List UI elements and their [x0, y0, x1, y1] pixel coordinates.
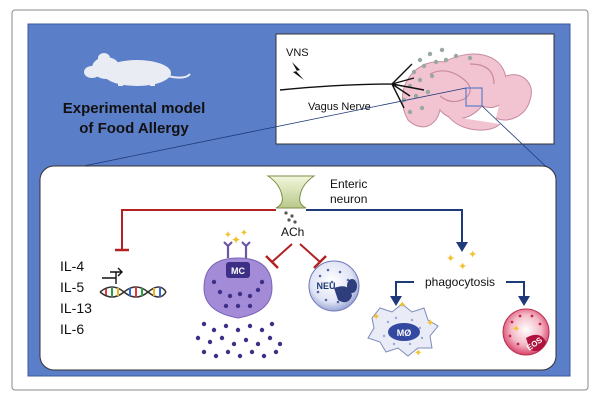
enteric-neuron-icon	[266, 175, 316, 224]
enteric-label-1: Enteric	[330, 177, 367, 191]
ach-label: ACh	[281, 225, 304, 239]
antigen-star-icon: ✦	[512, 324, 520, 335]
phagocytosis-label: phagocytosis	[425, 275, 495, 289]
vns-label: VNS	[286, 47, 309, 59]
eosinophil-icon	[502, 308, 550, 356]
neutrophil-icon	[308, 260, 360, 312]
cytokine-il13: IL-13	[60, 300, 92, 316]
mo-label: MØ	[397, 328, 412, 338]
antigen-star-icon: ✦	[446, 253, 455, 265]
antigen-star-icon: ✦	[240, 228, 248, 239]
antigen-star-icon: ✦	[426, 318, 434, 329]
mc-label: MC	[231, 266, 245, 276]
phagocytosis-arrow-eos	[506, 281, 525, 300]
inhibition-arrow-cytokines	[121, 209, 276, 250]
antigen-star-icon: ✦	[414, 348, 422, 359]
antigen-star-icon: ✦	[398, 300, 406, 311]
antigen-star-icon: ✦	[372, 312, 380, 323]
title-line-2: of Food Allergy	[79, 120, 189, 137]
mast-cell-icon	[195, 241, 283, 359]
inhibition-arrow-neu	[299, 243, 321, 263]
antigen-star-icon: ✦	[224, 230, 232, 241]
lightning-icon	[292, 62, 304, 80]
gut-inset: VNS Vagus Nerve	[275, 33, 555, 145]
macrophage-icon	[367, 303, 439, 357]
vagus-nerve-label: Vagus Nerve	[308, 101, 371, 113]
antigen-star-icon: ✦	[231, 233, 241, 247]
antigen-star-icon: ✦	[468, 249, 477, 261]
inhibition-arrow-mc	[271, 243, 293, 263]
cytokine-il4: IL-4	[60, 258, 84, 274]
title-line-1: Experimental model	[63, 100, 206, 117]
mouse-icon	[84, 53, 191, 86]
neu-label: NEU	[316, 281, 335, 291]
phagocytosis-arrow-mo	[395, 281, 414, 300]
cytokine-il5: IL-5	[60, 279, 84, 295]
zoom-box	[465, 87, 483, 107]
activation-arrow	[306, 209, 463, 246]
enteric-label-2: neuron	[330, 192, 367, 206]
vagus-nerve-line	[279, 63, 425, 109]
dna-helix-icon	[99, 267, 167, 298]
cytokine-il6: IL-6	[60, 321, 84, 337]
antigen-star-icon: ✦	[458, 261, 467, 273]
